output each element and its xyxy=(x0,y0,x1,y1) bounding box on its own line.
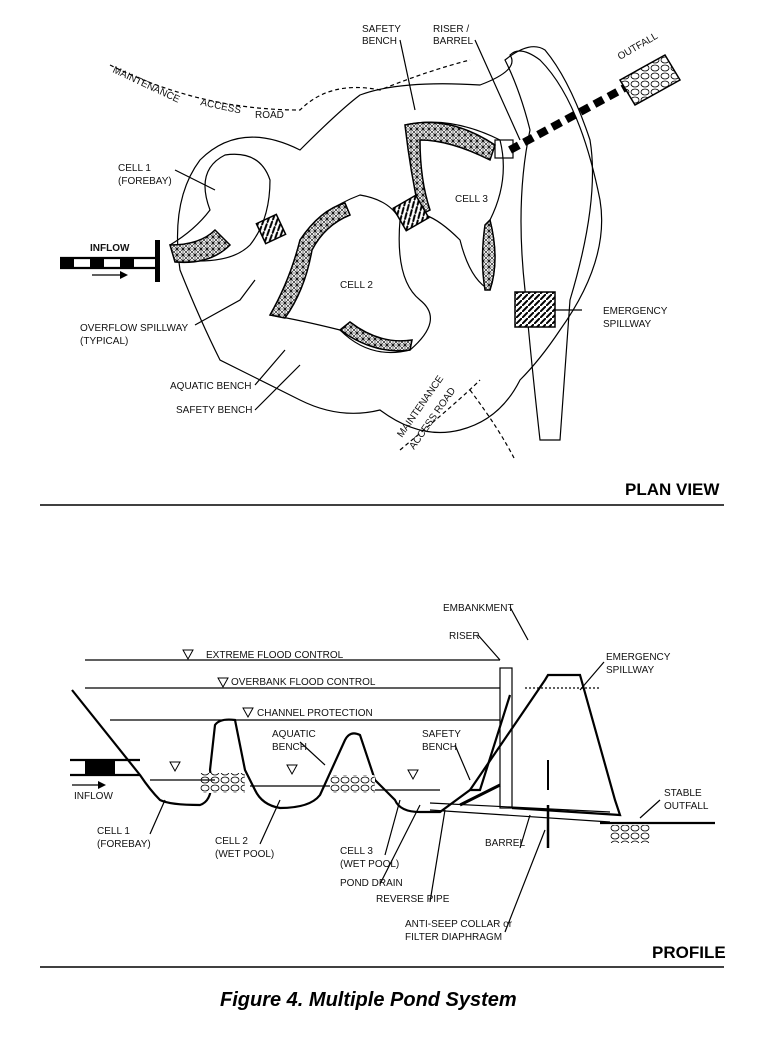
label-maintenance-top: MAINTENANCE xyxy=(111,65,182,106)
cell-3-safety-bench xyxy=(404,121,496,217)
label-overbank-flood: OVERBANK FLOOD CONTROL xyxy=(231,677,376,688)
label-stable-outfall: STABLE xyxy=(664,788,702,799)
label-outfall: OUTFALL xyxy=(616,31,660,63)
label-cell-2-profile-2: (WET POOL) xyxy=(215,849,274,860)
inflow-pipe xyxy=(60,256,155,270)
water-level-symbols xyxy=(169,649,419,781)
label-emergency-spillway-2: SPILLWAY xyxy=(603,319,651,330)
cell-1-bench xyxy=(168,228,232,264)
label-cell-1: CELL 1 xyxy=(118,163,151,174)
profile-leader-lines xyxy=(149,606,661,933)
cell-3-bench xyxy=(481,218,496,291)
label-riser-barrel: RISER / xyxy=(433,24,469,35)
inflow-pipe-bands xyxy=(60,258,134,268)
label-safety-bench-top-2: BENCH xyxy=(362,36,397,47)
label-emergency-spillway: EMERGENCY xyxy=(603,306,668,317)
profile-inflow-arrow-head xyxy=(98,781,106,789)
label-embankment: EMBANKMENT xyxy=(443,603,514,614)
maintenance-road-path xyxy=(109,59,471,111)
label-barrel: BARREL xyxy=(485,838,525,849)
label-cell-2-profile: CELL 2 xyxy=(215,836,248,847)
riprap-berm-1 xyxy=(200,773,245,793)
pond-embankment xyxy=(176,50,603,434)
label-anti-seep-2: FILTER DIAPHRAGM xyxy=(405,932,502,943)
riser xyxy=(499,667,513,809)
overflow-spillway-2 xyxy=(392,194,430,232)
label-channel-protection: CHANNEL PROTECTION xyxy=(257,708,373,719)
label-safety-bench-profile: SAFETY xyxy=(422,729,461,740)
riser-structure xyxy=(494,139,514,159)
profile-view: EMBANKMENT RISER EXTREME FLOOD CONTROL O… xyxy=(40,603,726,968)
riprap-berm-2 xyxy=(330,775,375,793)
label-cell-3: CELL 3 xyxy=(455,194,488,205)
label-safety-bench-top: SAFETY xyxy=(362,24,401,35)
cell-2-aquatic-bench xyxy=(268,202,351,319)
pool-water-lines xyxy=(150,779,440,791)
label-cell-1-profile-2: (FOREBAY) xyxy=(97,839,151,850)
maintenance-road-path xyxy=(399,379,481,451)
label-cell-1-2: (FOREBAY) xyxy=(118,176,172,187)
outfall-riprap xyxy=(618,53,682,107)
cell-1-forebay xyxy=(169,153,271,262)
barrel-pipe xyxy=(508,81,632,154)
label-maintenance-top-3: ROAD xyxy=(255,110,284,121)
label-aquatic-bench: AQUATIC BENCH xyxy=(170,381,252,392)
cell-2-safety-bench xyxy=(338,321,413,352)
label-cell-2: CELL 2 xyxy=(340,280,373,291)
label-maintenance-top-2: ACCESS xyxy=(199,97,242,116)
plan-view-title: PLAN VIEW xyxy=(625,480,720,499)
dam-embankment xyxy=(504,46,594,441)
label-emergency-spillway-profile: EMERGENCY xyxy=(606,652,671,663)
label-cell-1-profile: CELL 1 xyxy=(97,826,130,837)
ground-profile xyxy=(71,689,512,814)
label-aquatic-bench-profile: AQUATIC xyxy=(272,729,316,740)
embankment xyxy=(469,673,622,817)
label-inflow: INFLOW xyxy=(90,243,130,254)
label-emergency-spillway-profile-2: SPILLWAY xyxy=(606,665,654,676)
label-inflow-profile: INFLOW xyxy=(74,791,113,802)
figure-caption: Figure 4. Multiple Pond System xyxy=(220,989,517,1011)
outfall-riprap xyxy=(610,825,650,843)
leader-lines xyxy=(174,39,582,411)
label-overflow-spillway: OVERFLOW SPILLWAY xyxy=(80,323,188,334)
inflow-arrow-head xyxy=(120,271,128,279)
label-riser: RISER xyxy=(449,631,480,642)
label-cell-3-profile: CELL 3 xyxy=(340,846,373,857)
label-aquatic-bench-profile-2: BENCH xyxy=(272,742,307,753)
profile-title: PROFILE xyxy=(652,943,726,962)
emergency-spillway xyxy=(514,291,556,328)
label-overflow-spillway-2: (TYPICAL) xyxy=(80,336,128,347)
reverse-pipe xyxy=(459,783,501,807)
inflow-headwall xyxy=(155,240,160,282)
label-riser-barrel-2: BARREL xyxy=(433,36,473,47)
label-anti-seep: ANTI-SEEP COLLAR or xyxy=(405,919,513,930)
label-extreme-flood: EXTREME FLOOD CONTROL xyxy=(206,650,344,661)
label-stable-outfall-2: OUTFALL xyxy=(664,801,709,812)
label-cell-3-profile-2: (WET POOL) xyxy=(340,859,399,870)
label-safety-bench-bottom: SAFETY BENCH xyxy=(176,405,253,416)
overflow-spillway-1 xyxy=(255,213,287,245)
plan-view: SAFETY BENCH RISER / BARREL OUTFALL MAIN… xyxy=(40,24,724,506)
label-safety-bench-profile-2: BENCH xyxy=(422,742,457,753)
label-pond-drain: POND DRAIN xyxy=(340,878,403,889)
maintenance-road-path xyxy=(469,389,516,461)
label-reverse-pipe: REVERSE PIPE xyxy=(376,894,450,905)
profile-inflow-band xyxy=(85,760,115,775)
